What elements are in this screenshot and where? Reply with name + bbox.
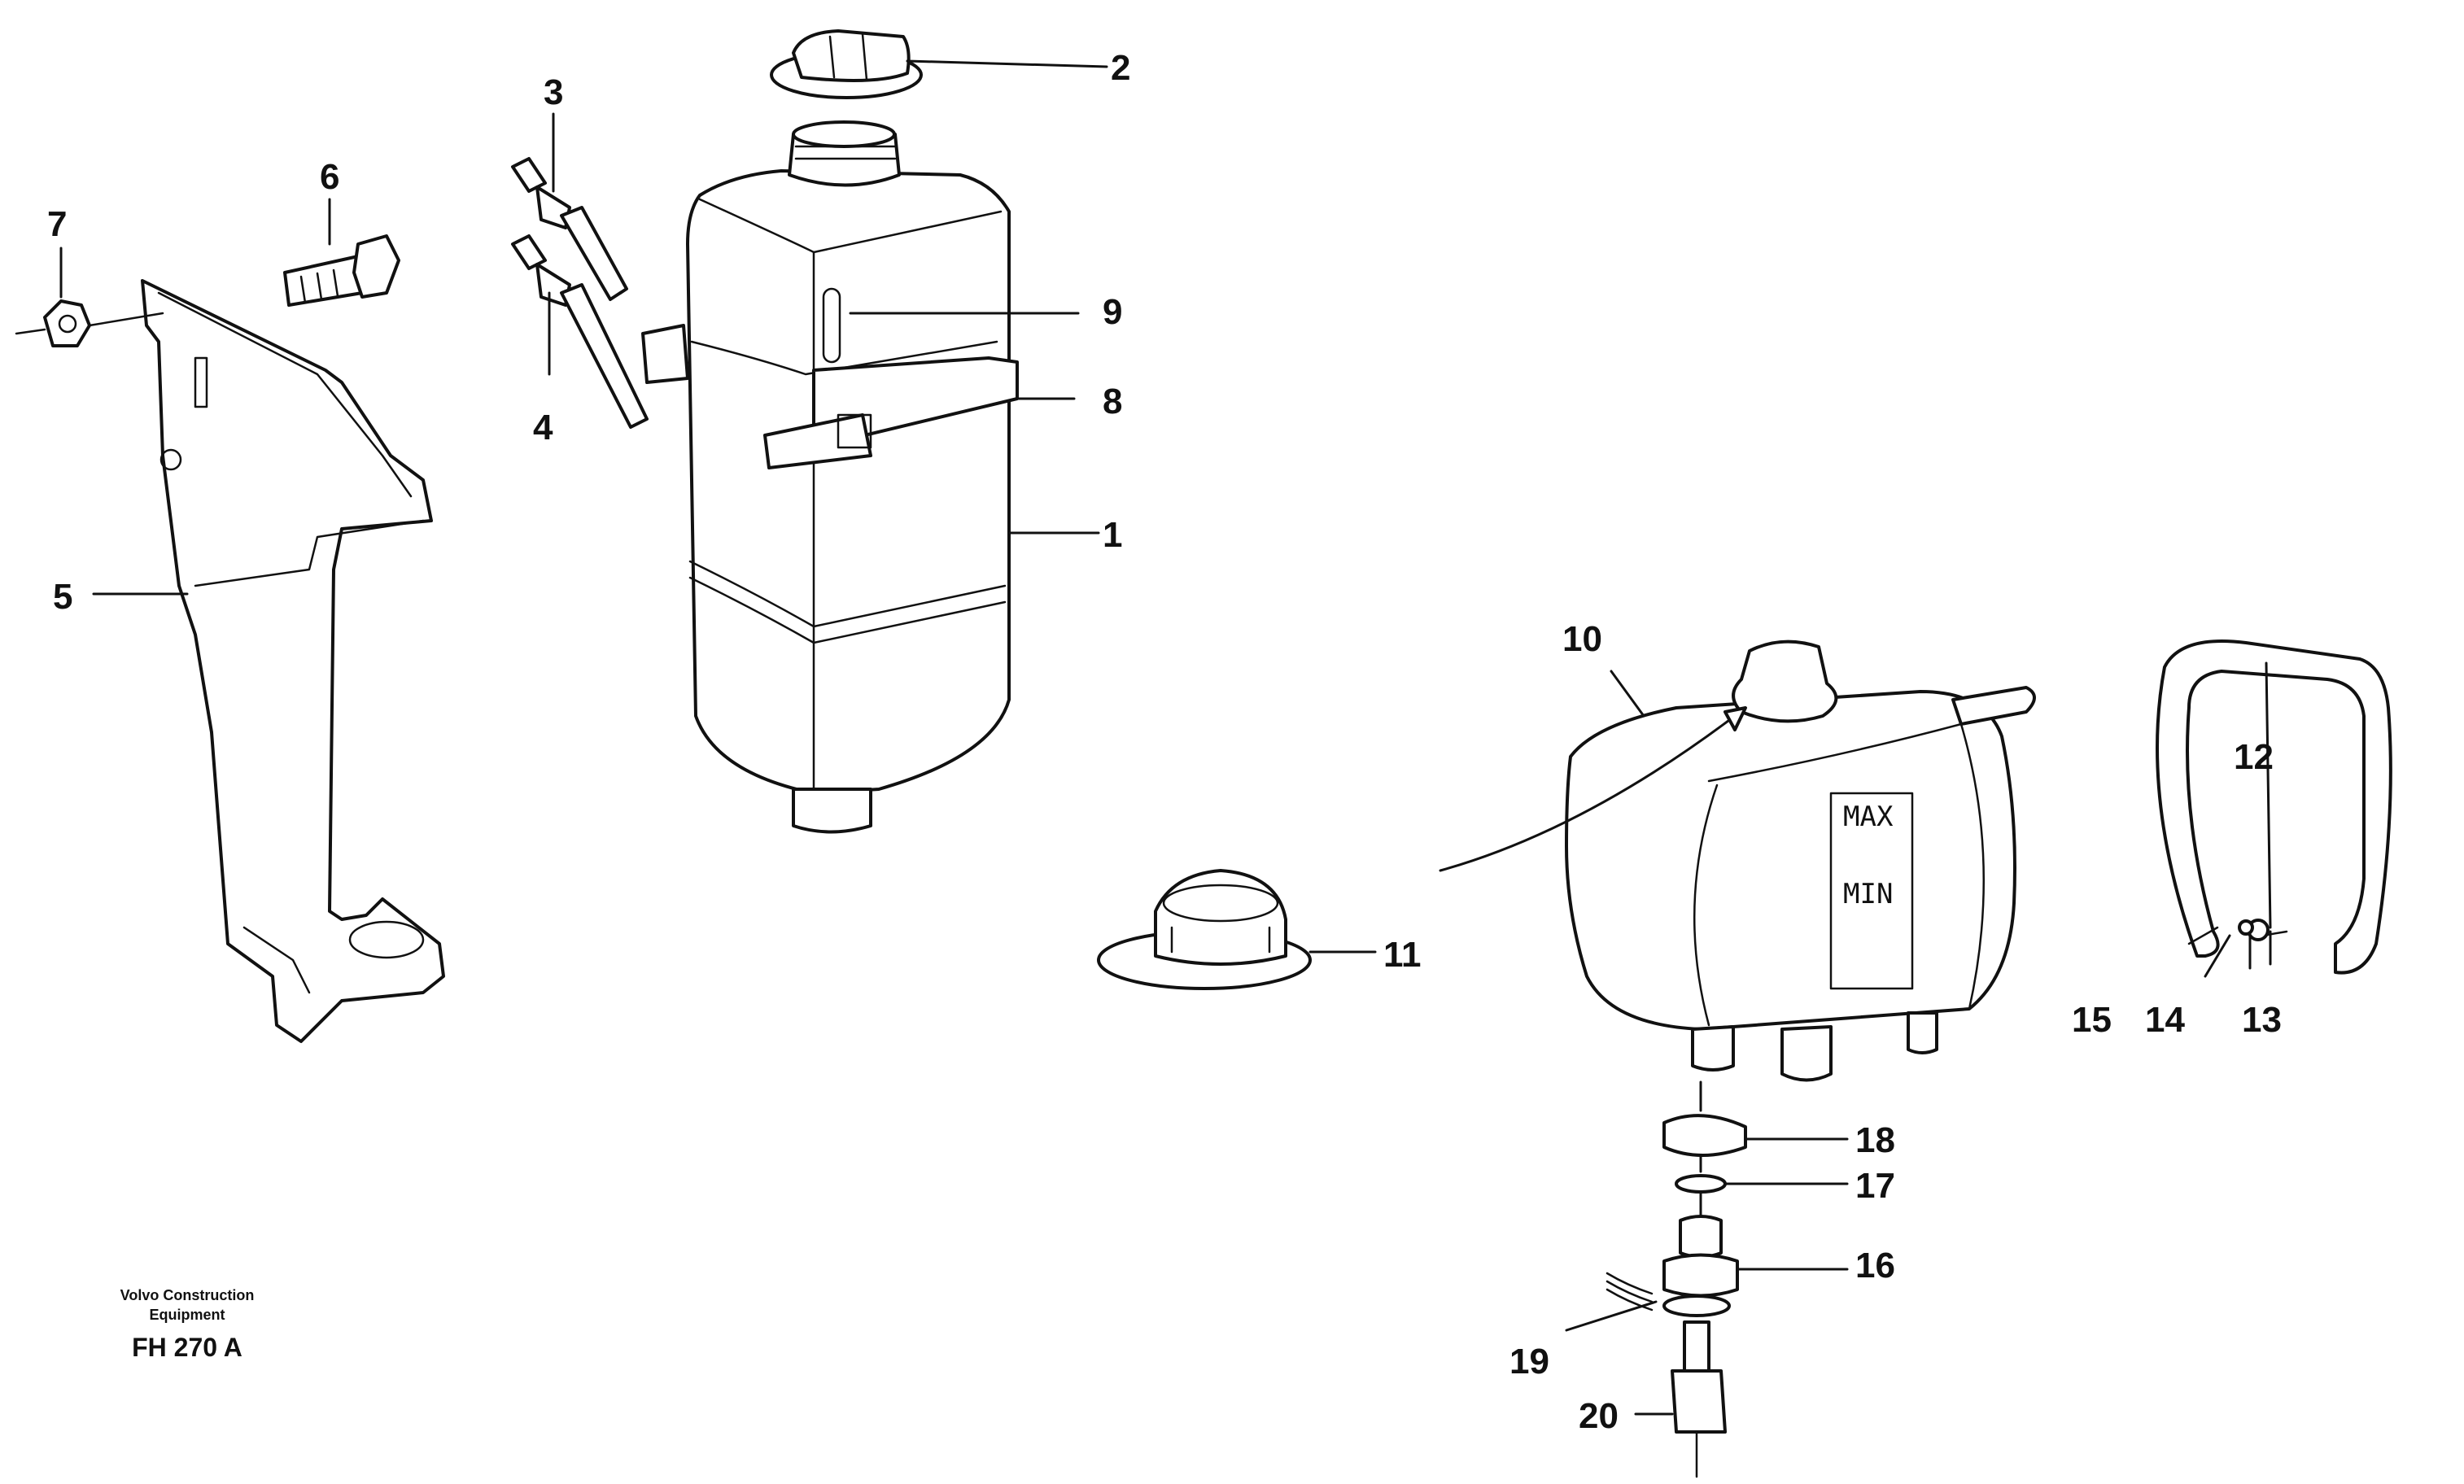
sensor-part-19 <box>1606 1272 1731 1317</box>
callout-3: 3 <box>544 72 563 112</box>
callout-16: 16 <box>1855 1246 1895 1285</box>
nut-part-7 <box>15 299 164 347</box>
hose-part-4 <box>511 234 649 429</box>
tank-part-10 <box>1439 639 2036 1082</box>
callout-17: 17 <box>1855 1166 1895 1206</box>
cap-part-2 <box>770 29 923 99</box>
callout-18: 18 <box>1855 1120 1895 1160</box>
cap-part-11 <box>1097 869 1312 990</box>
hose-part-3 <box>511 157 628 301</box>
sensor-part-16 <box>1662 1215 1739 1298</box>
strap-part-12 <box>2156 639 2392 975</box>
callout-7: 7 <box>47 204 67 244</box>
callout-11: 11 <box>1383 935 1422 975</box>
callout-15: 15 <box>2072 1000 2112 1040</box>
callout-9: 9 <box>1103 292 1122 332</box>
callout-labels: 2 1 3 4 5 6 7 8 9 10 11 12 13 14 15 16 1… <box>47 48 2282 1436</box>
callout-10: 10 <box>1562 619 1602 659</box>
callout-5: 5 <box>53 577 72 617</box>
leader-lines <box>59 59 2272 1416</box>
callout-13: 13 <box>2242 1000 2282 1040</box>
washer-part-17 <box>1675 1174 1727 1194</box>
callout-4: 4 <box>533 408 553 447</box>
expansion-tank-part-1 <box>641 120 1019 834</box>
callout-14: 14 <box>2145 1000 2185 1040</box>
tank-max-marking: MAX <box>1843 801 1894 833</box>
bolt-part-6 <box>283 234 400 307</box>
tank-min-marking: MIN <box>1843 878 1893 910</box>
callout-2: 2 <box>1111 48 1130 88</box>
callout-8: 8 <box>1103 382 1122 421</box>
sensor-part-20 <box>1671 1320 1727 1478</box>
callout-12: 12 <box>2234 737 2274 777</box>
clamp-part-18 <box>1662 1114 1747 1157</box>
company-caption: Volvo Construction Equipment <box>120 1287 255 1323</box>
callout-19: 19 <box>1509 1342 1549 1381</box>
callout-20: 20 <box>1579 1396 1619 1436</box>
bracket-part-5 <box>141 279 445 1043</box>
figure-code: FH 270 A <box>132 1333 242 1362</box>
callout-1: 1 <box>1103 515 1122 555</box>
callout-6: 6 <box>320 157 339 197</box>
